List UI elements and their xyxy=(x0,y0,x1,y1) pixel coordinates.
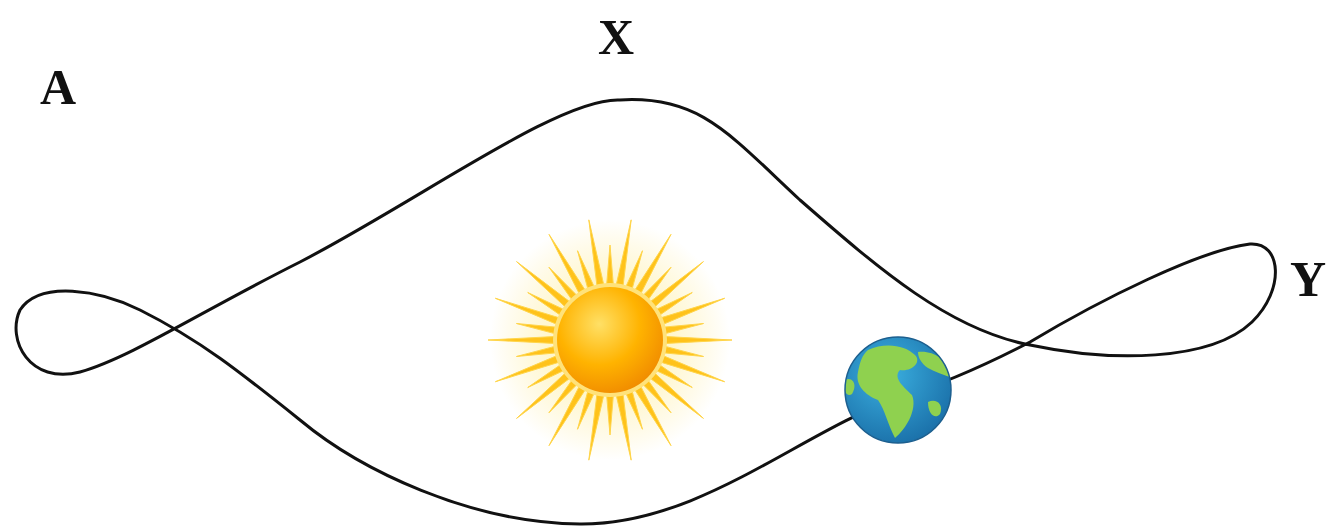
sun-ray xyxy=(606,245,613,288)
sun-ray xyxy=(660,324,703,335)
sun-ray xyxy=(658,298,725,325)
sun-ray xyxy=(662,336,732,343)
point-label: A xyxy=(40,62,76,112)
sun-ray xyxy=(589,390,605,460)
sun-ray xyxy=(658,354,725,381)
apparent-path xyxy=(16,100,1275,524)
sun-ray xyxy=(495,298,562,325)
sun-ray xyxy=(495,354,562,381)
sun-ray xyxy=(488,336,558,343)
sun-ray xyxy=(615,390,631,460)
sun-symbol xyxy=(488,220,732,460)
earth-symbol xyxy=(844,337,952,443)
sun-ray xyxy=(660,345,703,356)
sun-ray xyxy=(606,392,613,435)
point-label: X xyxy=(598,12,634,62)
point-label: Y xyxy=(1290,254,1326,304)
sun-ray xyxy=(516,345,559,356)
sun-ray xyxy=(589,220,605,290)
sun-ray xyxy=(615,220,631,290)
sun-ray xyxy=(516,324,559,335)
